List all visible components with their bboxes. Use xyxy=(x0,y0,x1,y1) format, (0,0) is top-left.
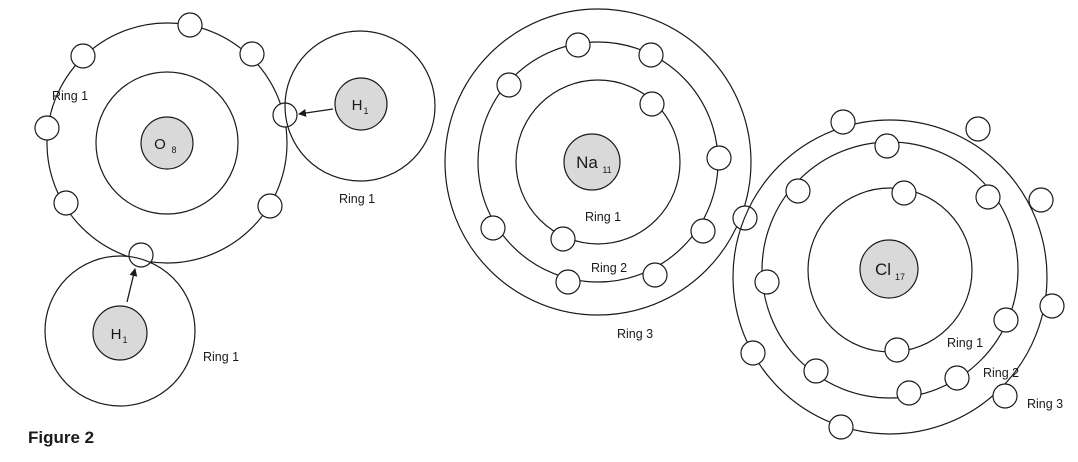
electron xyxy=(496,72,522,98)
chlorine-ring-3-label: Ring 3 xyxy=(1027,397,1063,411)
hydrogen-atom-bottom: H 1 Ring 1 xyxy=(44,255,239,407)
sodium-atom: Na 11 Ring 1 Ring 2 Ring 3 xyxy=(444,8,758,341)
electron xyxy=(1028,187,1054,213)
electron xyxy=(639,91,665,117)
electron xyxy=(992,383,1018,409)
oxygen-ring-1-label: Ring 1 xyxy=(52,89,88,103)
electron xyxy=(550,226,576,252)
oxygen-nucleus xyxy=(140,116,194,170)
electron xyxy=(53,190,79,216)
hydrogen-atom-right: H 1 Ring 1 xyxy=(284,30,436,206)
sodium-nucleus xyxy=(563,133,621,191)
chlorine-shell-3 xyxy=(732,119,1048,435)
electron xyxy=(874,133,900,159)
oxygen-symbol: O xyxy=(154,136,166,153)
sodium-symbol: Na xyxy=(576,153,598,172)
sodium-ring-2-label: Ring 2 xyxy=(591,261,627,275)
electron xyxy=(944,365,970,391)
chlorine-symbol: Cl xyxy=(875,260,891,279)
electron xyxy=(642,262,668,288)
sodium-shell-3 xyxy=(444,8,752,316)
figure-caption: Figure 2 xyxy=(28,428,95,447)
hydrogen-bottom-ring-1-label: Ring 1 xyxy=(203,350,239,364)
electron xyxy=(975,184,1001,210)
oxygen-outer-shell xyxy=(46,22,288,264)
electron xyxy=(891,180,917,206)
electron xyxy=(706,145,732,171)
oxygen-atom: O 8 Ring 1 xyxy=(34,12,298,268)
hydrogen-right-atomic-number: 1 xyxy=(363,106,368,116)
electron xyxy=(239,41,265,67)
bond-arrow xyxy=(126,268,138,303)
electron xyxy=(565,32,591,58)
hydrogen-right-symbol: H xyxy=(352,97,363,114)
electron xyxy=(1039,293,1065,319)
electron xyxy=(70,43,96,69)
electron xyxy=(555,269,581,295)
electron xyxy=(257,193,283,219)
chlorine-ring-1-label: Ring 1 xyxy=(947,336,983,350)
hydrogen-right-shell xyxy=(284,30,436,182)
electron xyxy=(740,340,766,366)
hydrogen-bottom-shell xyxy=(44,255,196,407)
electron xyxy=(896,380,922,406)
hydrogen-bottom-symbol: H xyxy=(111,326,122,343)
chlorine-atom: Cl 17 Ring 1 Ring 2 Ring 3 xyxy=(732,109,1065,440)
electron xyxy=(690,218,716,244)
electron xyxy=(785,178,811,204)
chlorine-ring-2-label: Ring 2 xyxy=(983,366,1019,380)
electron xyxy=(803,358,829,384)
electron xyxy=(828,414,854,440)
hydrogen-bottom-nucleus xyxy=(92,305,148,361)
oxygen-atomic-number: 8 xyxy=(171,145,176,155)
sodium-shell-1 xyxy=(515,79,681,245)
sodium-ring-3-label: Ring 3 xyxy=(617,327,653,341)
chlorine-nucleus xyxy=(859,239,919,299)
electron xyxy=(884,337,910,363)
chlorine-atomic-number: 17 xyxy=(895,272,905,282)
hydrogen-bottom-atomic-number: 1 xyxy=(122,335,127,345)
sodium-ring-1-label: Ring 1 xyxy=(585,210,621,224)
electron xyxy=(34,115,60,141)
hydrogen-right-nucleus xyxy=(334,77,388,131)
electron xyxy=(177,12,203,38)
electron xyxy=(638,42,664,68)
oxygen-inner-shell xyxy=(95,71,239,215)
shared-electron xyxy=(128,242,154,268)
sodium-atomic-number: 11 xyxy=(602,165,611,175)
electron xyxy=(480,215,506,241)
electron xyxy=(830,109,856,135)
electron xyxy=(993,307,1019,333)
bond-arrow xyxy=(298,108,334,117)
hydrogen-right-ring-1-label: Ring 1 xyxy=(339,192,375,206)
electron xyxy=(754,269,780,295)
electron xyxy=(965,116,991,142)
